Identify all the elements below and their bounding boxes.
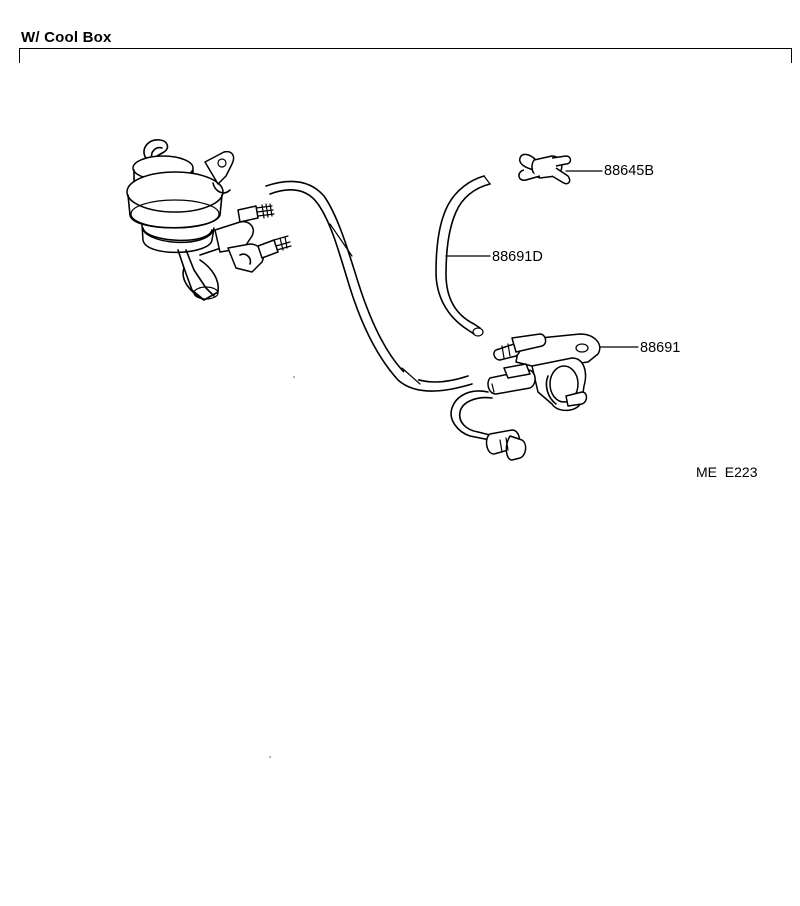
vacuum-hose-long-drawing [265, 180, 473, 392]
three-way-connector-drawing [518, 153, 572, 185]
section-title: W/ Cool Box [21, 29, 112, 46]
callout-88691[interactable]: 88691 [640, 340, 680, 356]
callout-88691D[interactable]: 88691D [492, 249, 543, 265]
scan-speck [293, 376, 295, 378]
illustration-code: ME E223 [696, 464, 758, 480]
vacuum-hose-short-drawing [435, 175, 491, 337]
scan-speck [269, 756, 271, 758]
callout-88645B[interactable]: 88645B [604, 163, 654, 179]
vacuum-switching-valve-drawing [450, 333, 601, 461]
vacuum-actuator-drawing [126, 139, 292, 301]
section-bracket [19, 48, 792, 63]
